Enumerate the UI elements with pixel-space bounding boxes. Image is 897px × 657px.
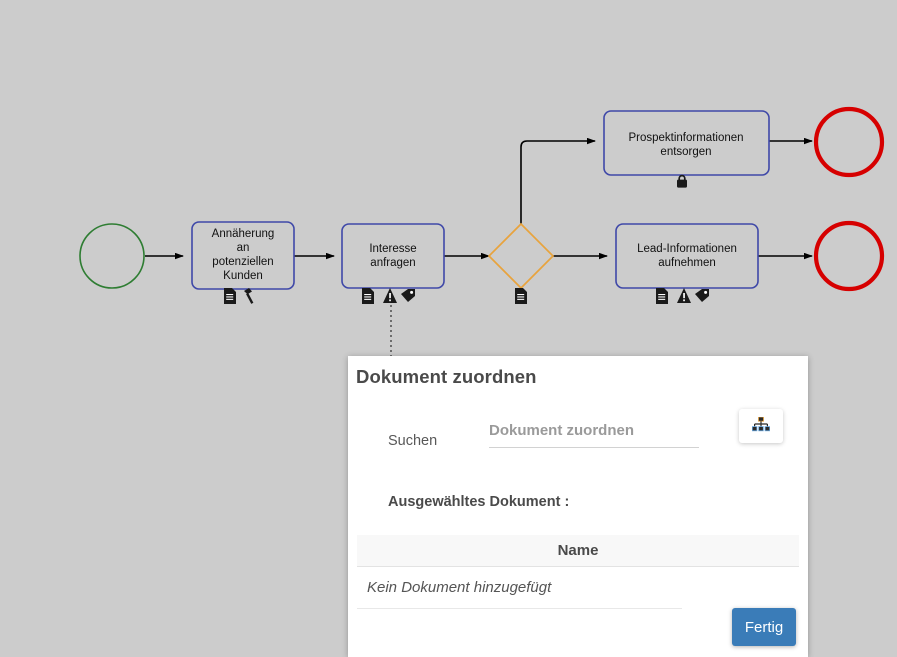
sequence-flow-gateway-to-prospekt[interactable] (520, 137, 596, 226)
task-label-line: Lead-Informationen (637, 243, 737, 255)
task-interesse-anfragen[interactable]: Interesse anfragen (341, 223, 445, 304)
selected-document-label: Ausgewähltes Dokument : (388, 494, 570, 510)
task-label-line: aufnehmen (658, 257, 716, 269)
search-field-wrapper (489, 422, 699, 448)
task-label-line: entsorgen (660, 146, 711, 158)
dialog-title: Dokument zuordnen (356, 366, 537, 387)
table-header-name: Name (557, 542, 599, 559)
lock-icon (677, 174, 687, 188)
document-icon (656, 288, 668, 304)
task-label-line: Prospektinformationen (628, 132, 743, 144)
end-event-bottom[interactable] (813, 220, 885, 292)
table-header-row: Name (357, 535, 799, 567)
hammer-icon (244, 288, 254, 304)
task-label-line: Interesse (369, 243, 416, 255)
task-label-line: anfragen (370, 257, 415, 269)
warning-icon (677, 288, 691, 303)
task-label-line: Kunden (223, 270, 263, 282)
search-row: Suchen (348, 414, 808, 474)
warning-icon (383, 288, 397, 303)
document-icon (515, 288, 527, 304)
task-label-line: an (237, 242, 250, 254)
document-icon (224, 288, 236, 304)
task-label-line: potenziellen (212, 256, 273, 268)
search-input[interactable] (489, 422, 699, 448)
tag-icon (401, 289, 415, 302)
hierarchy-browse-button[interactable] (739, 409, 783, 443)
selected-documents-table: Name Kein Dokument hinzugefügt (357, 535, 799, 609)
task-annaeherung-an-potenziellen-kunden[interactable]: Annäherung an potenziellen Kunden (191, 221, 295, 304)
document-assign-dialog: Dokument zuordnen Suchen Ausgewähltes Do… (348, 356, 808, 657)
tag-icon (695, 289, 709, 302)
table-empty-row: Kein Dokument hinzugefügt (357, 567, 682, 609)
document-icon (362, 288, 374, 304)
end-event-top[interactable] (813, 106, 885, 178)
table-empty-text: Kein Dokument hinzugefügt (367, 579, 552, 596)
done-button[interactable]: Fertig (732, 608, 796, 646)
exclusive-gateway[interactable] (487, 222, 555, 304)
task-lead-informationen-aufnehmen[interactable]: Lead-Informationen aufnehmen (615, 223, 759, 304)
task-label-line: Annäherung (212, 228, 275, 240)
search-label: Suchen (388, 433, 438, 449)
start-event[interactable] (79, 223, 145, 289)
task-prospektinformationen-entsorgen[interactable]: Prospektinformationen entsorgen (603, 110, 770, 188)
sitemap-icon (751, 416, 771, 436)
